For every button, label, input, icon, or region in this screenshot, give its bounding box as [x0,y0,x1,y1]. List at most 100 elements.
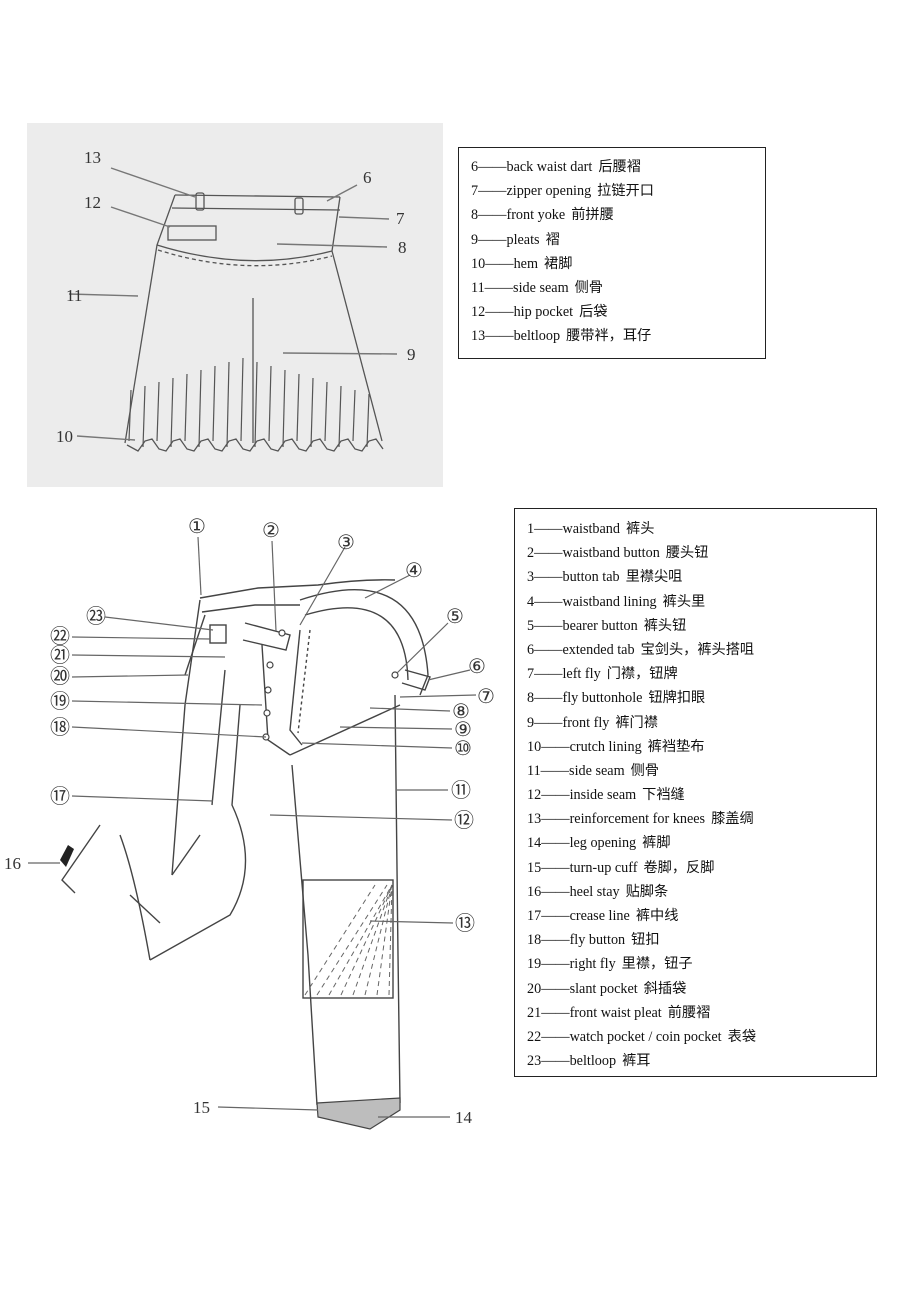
trousers-legend-zh: 裤头钮 [643,617,687,634]
leader-6 [326,184,358,202]
waistband-bottom [201,604,300,613]
leader-r13 [369,920,454,924]
skirt-yoke-seam [156,244,333,262]
leader-9 [282,352,398,355]
trousers-legend-zh: 裤头 [626,521,655,537]
trousers-legend-en: heel stay [569,883,620,900]
callout-9: ⑨ [454,719,472,741]
skirt-pleats [128,357,370,448]
skirt-legend-zh: 侧骨 [574,279,603,296]
trousers-legend-sep: —— [541,883,570,900]
skirt-legend-en: back waist dart [506,159,593,175]
trousers-legend-num: 20 [527,980,542,997]
callout-8: 8 [398,238,407,257]
trousers-legend-en: waistband [562,521,620,537]
skirt-legend-en: hem [513,255,538,272]
heel-stay [60,845,74,867]
trousers-legend-num: 9 [527,714,535,731]
left-fly [289,629,303,746]
callout-14: 14 [455,1108,473,1127]
trousers-legend-en: waistband lining [562,593,657,610]
fly-button-1 [266,661,274,669]
trousers-legend-zh: 卷脚，反脚 [643,859,715,876]
trousers-legend-en: left fly [562,666,601,683]
skirt-legend-zh: 拉链开口 [597,183,654,200]
trousers-legend-num: 14 [527,835,542,852]
callout-19: ⑲ [50,690,70,713]
leader-r9 [339,726,453,730]
skirt-legend-sep: —— [485,304,514,321]
skirt-pleat-line [156,381,160,442]
leader-7 [338,216,390,220]
trousers-legend-en: bearer button [562,617,638,634]
callout-13: 13 [84,148,101,167]
skirt-legend-en: hip pocket [513,304,574,321]
skirt-legend-num: 13 [471,328,486,345]
callout-12: ⑫ [454,809,474,832]
knee-hatch-line [340,884,393,996]
trousers-legend-sep: —— [541,908,570,924]
skirt-legend-en: zipper opening [506,183,592,200]
trousers-legend-en: crutch lining [569,738,642,755]
skirt-pleat-line [198,369,202,448]
trousers-diagram: ① ② ③ ④ ⑤ ⑥ ㉓ ㉒ ㉑ ⑳ ⑲ ⑱ ⑰ ⑦ ⑧ ⑨ ⑩ ⑪ ⑫ ⑬ … [0,505,510,1145]
trousers-legend-zh: 膝盖绸 [711,811,754,828]
trousers-legend-en: extended tab [562,641,635,658]
waistband-lining-outer [299,588,429,696]
leader-15 [217,1106,319,1111]
trousers-legend-en: leg opening [569,835,637,852]
skirt-legend-num: 12 [471,304,486,321]
trousers-legend-sep: —— [534,714,563,731]
callout-2: ② [262,520,280,542]
skirt-yoke-stitch [157,249,333,267]
trousers-legend-num: 21 [527,1004,542,1021]
callout-21: ㉑ [50,644,70,667]
callout-7: ⑦ [477,686,495,708]
waistband-button [278,629,286,637]
right-leg-outer [394,694,401,1104]
trousers-legend-sep: —— [541,811,570,828]
skirt-pleat-line [254,361,258,448]
knee-hatch-line [388,884,393,996]
trousers-legend-zh: 裤脚 [642,835,671,852]
skirt-drawing: 13 12 11 10 6 7 8 9 [56,148,416,452]
trousers-legend-en: beltloop [569,1053,617,1070]
callout-18: ⑱ [50,716,70,739]
trousers-legend-num: 22 [527,1028,542,1045]
leader-t1 [197,536,202,596]
crease-line-lower [129,894,161,924]
skirt-legend-sep: —— [478,231,507,248]
trousers-legend-zh: 裤裆垫布 [647,738,705,755]
trousers-legend-zh: 斜插袋 [643,980,687,997]
trousers-legend-zh: 裤门襟 [615,714,658,731]
trousers-legend-en: right fly [569,956,616,973]
skirt-waist-bottom [171,207,341,211]
skirt-legend-zh: 前拼腰 [571,207,614,224]
leader-l21 [71,654,226,658]
skirt-hem [126,438,384,452]
skirt-pleat-line [170,377,174,448]
callout-17: ⑰ [50,785,70,808]
callout-6: ⑥ [468,656,486,678]
trousers-legend-sep: —— [541,1004,570,1021]
skirt-legend-num: 7 [471,183,479,200]
trousers-legend-zh: 裤耳 [622,1053,651,1070]
skirt-side-seam-right [331,196,383,442]
trousers-legend-sep: —— [534,617,563,634]
trousers-legend-zh: 钮牌扣眼 [648,690,706,707]
trousers-legend-zh: 腰头钮 [665,545,709,562]
trousers-legend-sep: —— [541,956,570,973]
